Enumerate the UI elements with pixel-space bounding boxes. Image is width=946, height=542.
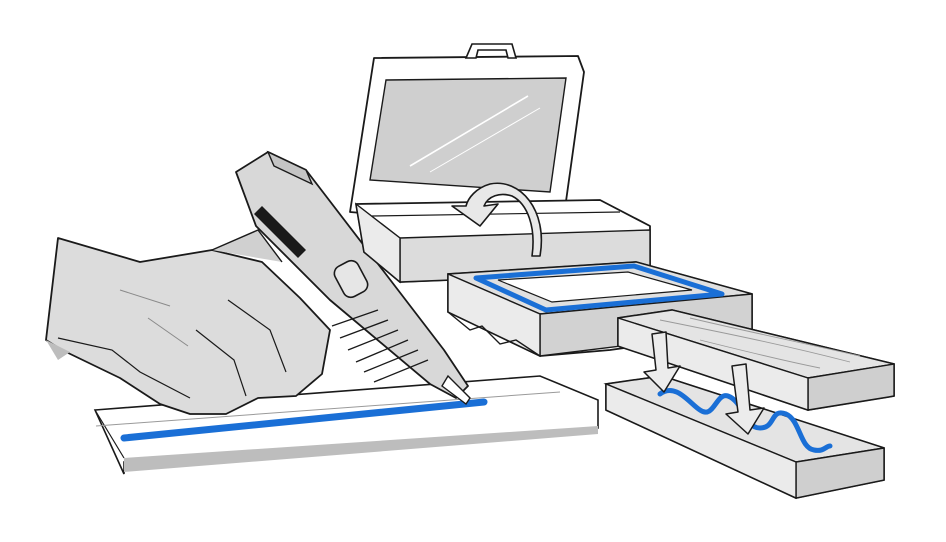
glue-bead-icon: [120, 398, 488, 442]
glue-squiggle-icon: [657, 388, 833, 453]
curved-arrow-icon: [451, 182, 543, 257]
frame-adhesive-loop: [473, 263, 725, 313]
hand-icon: [45, 229, 331, 415]
arrow-down-icon: [643, 331, 765, 435]
frame-icon: [447, 261, 753, 358]
strip-plate-shadow: [124, 426, 598, 472]
glue-gun-icon: [235, 150, 471, 406]
box-icon: [349, 43, 651, 284]
